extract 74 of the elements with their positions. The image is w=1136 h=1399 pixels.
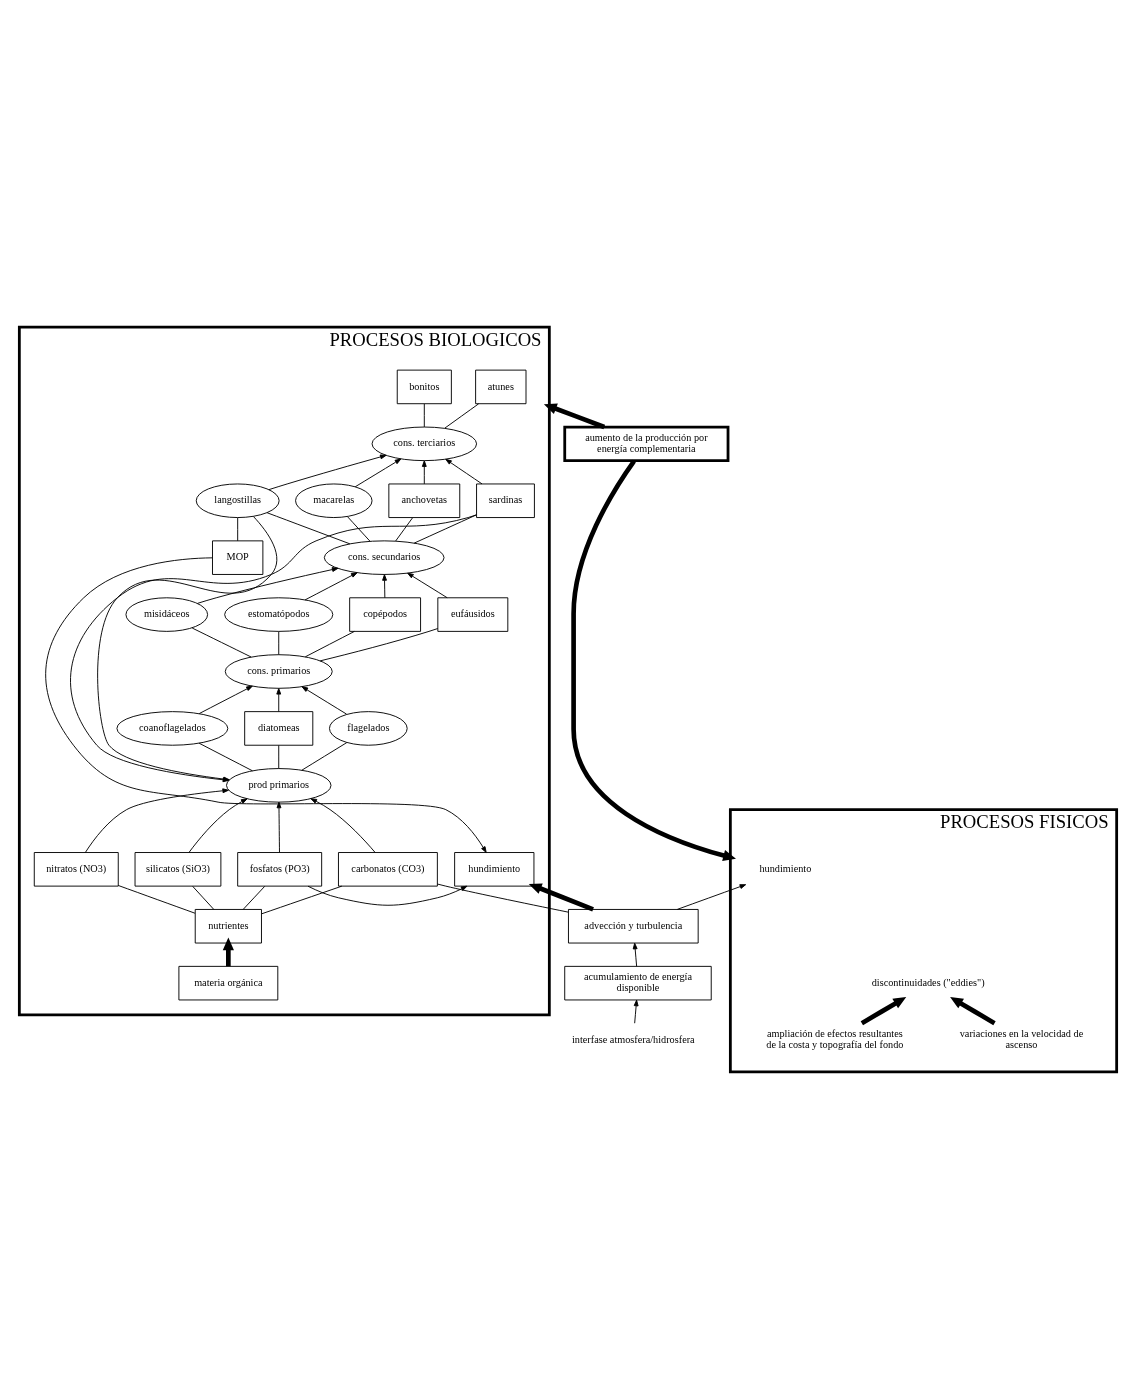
arrow: [268, 454, 387, 491]
node-ellipse: estomatópodos: [224, 597, 334, 632]
node-box: anchovetas: [388, 483, 461, 518]
connector: [278, 744, 280, 769]
arrow: [676, 884, 747, 910]
arrow: [543, 403, 606, 430]
arrow: [307, 885, 468, 906]
node-ellipse: coanoflagelados: [116, 711, 229, 746]
arrow: [407, 572, 448, 599]
connector: [198, 742, 253, 772]
connector: [117, 885, 196, 914]
connector: [278, 631, 280, 656]
node-box: bonitos: [396, 369, 452, 405]
connector: [237, 517, 239, 542]
node-box: MOP: [212, 540, 264, 575]
connector: [304, 630, 355, 658]
arrow: [276, 801, 282, 853]
arrow: [445, 458, 483, 485]
arrow: [188, 798, 248, 853]
node-box: copépodos: [349, 597, 422, 632]
arrow: [198, 685, 253, 715]
arrow: [197, 567, 339, 604]
node-box: sardinas: [476, 483, 535, 518]
node-ellipse: flagelados: [329, 711, 408, 746]
arrow: [528, 883, 594, 912]
node-box: silicatos (SiO3): [134, 852, 222, 887]
arrow: [222, 937, 234, 967]
connector: [319, 628, 439, 662]
node-box: aumento de la producción por energía complementaria: [563, 425, 730, 463]
node-ellipse: misidáceos: [125, 597, 209, 632]
arrow: [310, 798, 376, 853]
node-box: eufáusidos: [437, 597, 509, 632]
node-ellipse: macarelas: [295, 483, 373, 518]
arrow: [860, 997, 907, 1026]
connector: [395, 517, 413, 542]
connector: [192, 885, 215, 910]
node-box: acumulamiento de energía disponible: [564, 965, 712, 1001]
arrow: [276, 688, 282, 713]
node-box: atunes: [475, 369, 527, 405]
node-text: discontinuidades ("eddies"): [871, 976, 985, 988]
node-text: hundimiento: [759, 862, 812, 874]
node-box: diatomeas: [244, 711, 314, 746]
connector: [242, 885, 266, 910]
arrow: [301, 686, 348, 715]
connector: [423, 403, 425, 428]
arrow: [382, 574, 387, 599]
arrow: [633, 999, 639, 1024]
node-box: materia orgánica: [178, 965, 279, 1001]
node-text: interfase atmosfera/hidrosfera: [571, 1033, 695, 1045]
arrow: [45, 557, 487, 853]
node-text: ampliación de efectos resultantes de la costa y topografía del fondo: [766, 1028, 904, 1051]
node-box: fosfatos (PO3): [237, 852, 323, 887]
node-box: nutrientes: [194, 909, 262, 944]
node-box: advección y turbulencia: [568, 909, 699, 944]
connector: [191, 627, 252, 658]
arrow: [632, 942, 638, 967]
arrow: [84, 788, 229, 853]
arrow: [571, 459, 736, 861]
node-text: variaciones en la velocidad de ascenso: [959, 1028, 1084, 1051]
arrow: [354, 458, 402, 488]
connector: [261, 885, 343, 915]
arrow: [950, 997, 996, 1026]
connector: [413, 514, 477, 544]
connector: [444, 403, 480, 429]
node-ellipse: langostillas: [195, 483, 280, 518]
node-box: nitratos (NO3): [33, 852, 119, 887]
connector: [347, 516, 371, 542]
arrow: [304, 572, 358, 601]
node-box: hundimiento: [454, 852, 535, 887]
node-box: carbonatos (CO3): [338, 852, 438, 887]
connector: [301, 742, 348, 771]
connector: [266, 512, 351, 545]
arrow: [421, 460, 427, 485]
connector: [436, 883, 569, 913]
